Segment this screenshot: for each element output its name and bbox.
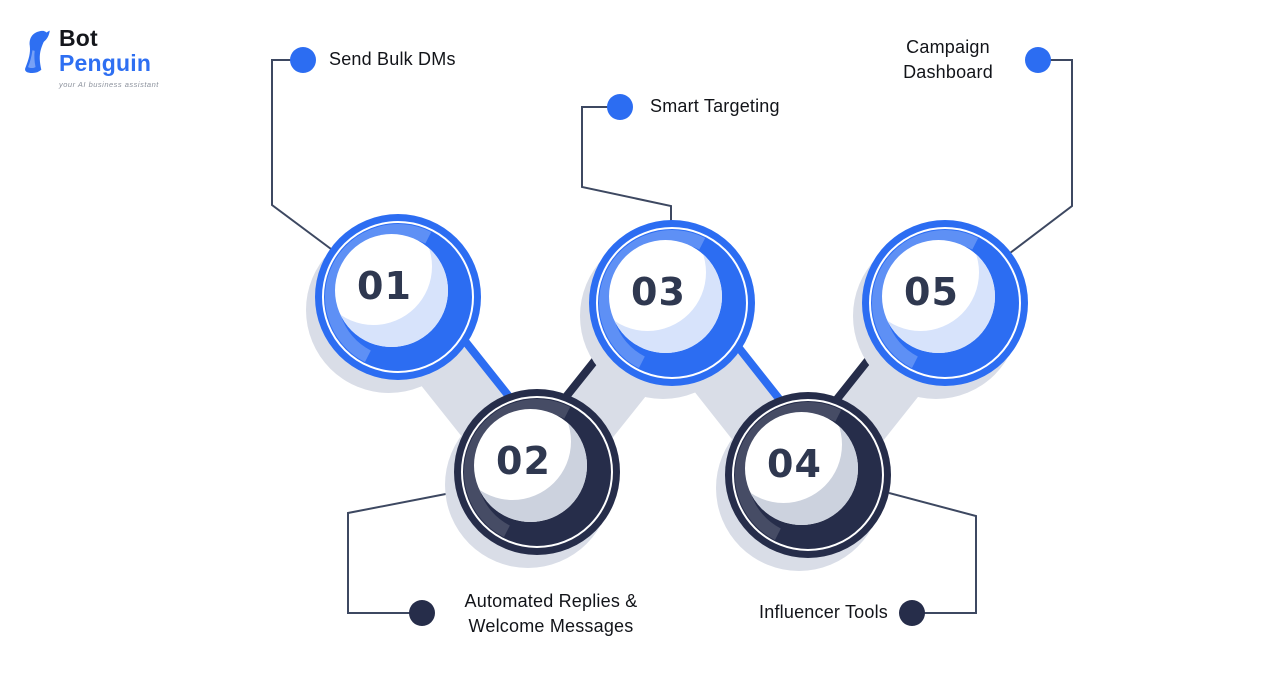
step-label-campaign-dashboard: Campaign Dashboard <box>903 37 993 82</box>
step-number-01: 01 <box>357 263 412 308</box>
connector-line-smart-targeting <box>581 106 672 221</box>
step-number-05: 05 <box>904 269 959 314</box>
circle-face: 01 <box>335 234 448 347</box>
ring-line <box>732 399 884 551</box>
connector-line-automated-replies <box>347 491 457 614</box>
connector-dot-smart-targeting <box>607 94 633 120</box>
botpenguin-logo: Bot Penguin your AI business assistant <box>20 26 159 89</box>
circle-face: 05 <box>882 240 995 353</box>
step-number-02: 02 <box>496 438 551 483</box>
connector-dot-send-bulk-dms <box>290 47 316 73</box>
connector-dot-automated-replies <box>409 600 435 626</box>
logo-text-bot: Bot <box>59 25 98 51</box>
penguin-logo-icon <box>25 30 50 74</box>
step-number-03: 03 <box>631 269 686 314</box>
step-number-04: 04 <box>767 441 822 486</box>
circle-face: 04 <box>745 412 858 525</box>
step-label-send-bulk-dms: Send Bulk DMs <box>329 49 456 69</box>
connector-dot-campaign-dashboard <box>1025 47 1051 73</box>
step-circle-05: 05 <box>853 211 1037 395</box>
step-circle-03: 03 <box>580 211 764 395</box>
ring-line <box>322 221 474 373</box>
ring-line <box>869 227 1021 379</box>
connector-line-influencer-tools <box>888 492 977 614</box>
ring-line <box>461 396 613 548</box>
connector-dot-influencer-tools <box>899 600 925 626</box>
circle-face: 02 <box>474 409 587 522</box>
circle-face: 03 <box>609 240 722 353</box>
step-label-influencer-tools: Influencer Tools <box>759 602 888 622</box>
step-circle-02: 02 <box>445 380 629 564</box>
logo-tagline: your AI business assistant <box>59 80 159 89</box>
step-circle-04: 04 <box>716 383 900 567</box>
ring-line <box>596 227 748 379</box>
step-label-smart-targeting: Smart Targeting <box>650 96 780 116</box>
connector-line-campaign-dashboard <box>1009 59 1073 254</box>
step-circle-01: 01 <box>306 205 490 389</box>
connector-line-send-bulk-dms <box>271 59 332 250</box>
step-label-automated-replies: Automated Replies & Welcome Messages <box>464 591 638 636</box>
logo-text-penguin: Penguin <box>59 50 152 76</box>
